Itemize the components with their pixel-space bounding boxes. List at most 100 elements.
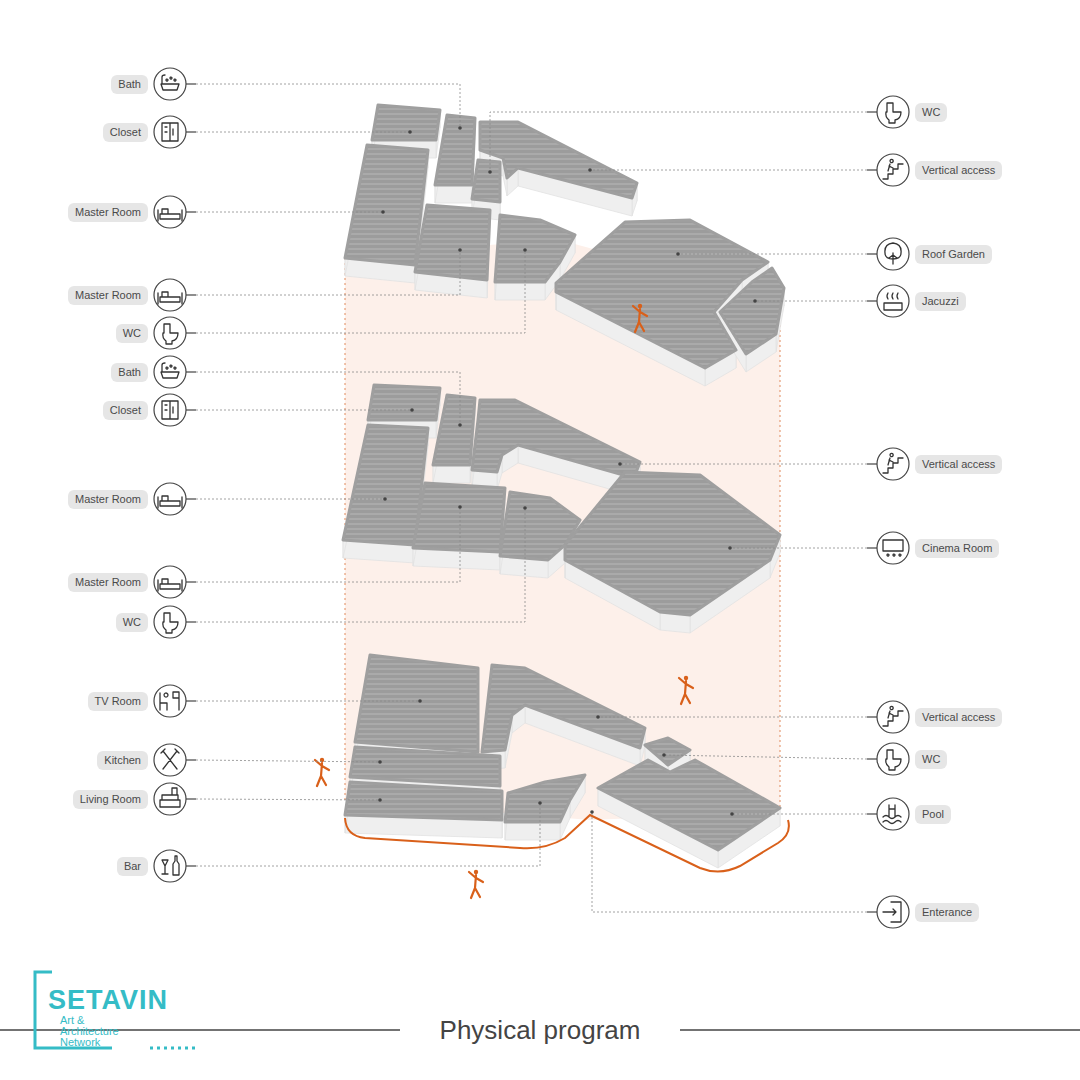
leader-dot <box>753 299 757 303</box>
leader-dot <box>590 810 594 814</box>
room-name: Roof Garden <box>922 248 985 260</box>
leader-line <box>196 250 460 295</box>
room-name: Master Room <box>75 576 141 588</box>
leader-dot <box>458 505 462 509</box>
room-name: Bar <box>124 860 141 872</box>
room-label: Vertical access <box>915 708 1002 727</box>
room-label: Master Room <box>68 490 148 509</box>
room-icon <box>154 196 186 228</box>
slab-top <box>413 483 505 552</box>
leader-dot <box>408 130 412 134</box>
leader-line <box>196 799 380 800</box>
leader-tick <box>186 131 196 132</box>
slab-top <box>372 105 440 140</box>
room-name: Closet <box>110 404 141 416</box>
room-name: Cinema Room <box>922 542 992 554</box>
slab-top <box>565 472 780 615</box>
leader-line <box>196 132 410 133</box>
room-icon <box>877 238 909 270</box>
floor-slab <box>345 105 784 386</box>
slab-side <box>505 822 560 840</box>
room-icon <box>877 154 909 186</box>
room-icon <box>877 743 909 775</box>
room-name: Master Room <box>75 493 141 505</box>
room-label: Vertical access <box>915 455 1002 474</box>
room-name: Kitchen <box>104 754 141 766</box>
leader-dot <box>418 699 422 703</box>
slab-top <box>598 760 780 850</box>
room-label: Bar <box>117 857 148 876</box>
slab-top <box>472 400 640 478</box>
room-name: TV Room <box>95 695 141 707</box>
room-icon <box>154 483 186 515</box>
room-name: Jacuzzi <box>922 295 959 307</box>
leader-tick <box>867 813 877 814</box>
room-label: WC <box>116 324 148 343</box>
leader-dot <box>488 170 492 174</box>
slab-top <box>480 122 637 198</box>
floor-slab <box>343 385 780 633</box>
leader-tick <box>186 83 196 84</box>
leader-tick <box>867 463 877 464</box>
room-label: Master Room <box>68 203 148 222</box>
room-icon <box>877 448 909 480</box>
room-icon <box>154 783 186 815</box>
leader-line <box>196 760 380 762</box>
slab-side <box>495 282 545 300</box>
room-name: Bath <box>118 366 141 378</box>
leader-line <box>590 170 867 171</box>
room-label: Closet <box>103 401 148 420</box>
slab-top <box>345 145 428 265</box>
leader-dot <box>588 168 592 172</box>
room-label: Living Room <box>73 790 148 809</box>
leader-line <box>196 250 525 333</box>
leader-line <box>196 84 460 128</box>
slab-top <box>415 205 490 280</box>
human-figure <box>633 304 647 332</box>
room-name: Closet <box>110 126 141 138</box>
room-icon <box>154 744 186 776</box>
human-figure <box>679 676 693 704</box>
leader-line <box>196 507 460 582</box>
title-rule <box>680 1029 1080 1031</box>
room-icon <box>877 701 909 733</box>
leader-tick <box>867 547 877 548</box>
leader-dot <box>596 715 600 719</box>
room-name: Pool <box>922 808 944 820</box>
slab-top <box>368 385 440 420</box>
leader-line <box>490 112 867 172</box>
room-name: Vertical access <box>922 164 995 176</box>
leader-tick <box>867 911 877 912</box>
leader-line <box>730 548 867 549</box>
room-label: Master Room <box>68 286 148 305</box>
leader-line <box>592 812 867 912</box>
room-label: Jacuzzi <box>915 292 966 311</box>
room-label: Enterance <box>915 903 979 922</box>
leader-tick <box>186 371 196 372</box>
human-figure <box>315 758 329 786</box>
room-icon <box>877 532 909 564</box>
leader-tick <box>186 798 196 799</box>
leader-dot <box>662 753 666 757</box>
leader-line <box>196 803 540 866</box>
room-icon <box>154 685 186 717</box>
leader-tick <box>867 758 877 759</box>
slab-top <box>505 775 585 822</box>
leader-line <box>196 212 383 213</box>
slab-top <box>343 425 428 545</box>
leader-dot <box>381 210 385 214</box>
leader-line <box>678 254 867 255</box>
leader-tick <box>867 716 877 717</box>
slab-top <box>350 747 500 786</box>
room-label: Kitchen <box>97 751 148 770</box>
room-label: Roof Garden <box>915 245 992 264</box>
room-name: Living Room <box>80 793 141 805</box>
leader-dot <box>618 462 622 466</box>
room-icon <box>154 606 186 638</box>
leader-line <box>196 410 412 411</box>
room-name: WC <box>123 327 141 339</box>
site-outline <box>345 815 789 872</box>
leader-dot <box>523 248 527 252</box>
leader-dot <box>383 497 387 501</box>
room-icon <box>154 317 186 349</box>
